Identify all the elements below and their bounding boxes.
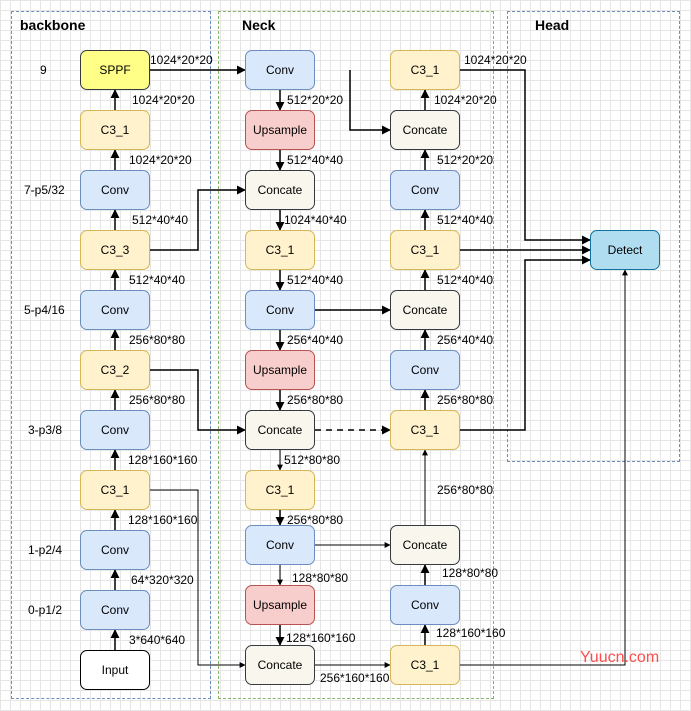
neck-col2-c3-top-node: C3_1	[390, 50, 460, 90]
edge-label: 512*20*20	[287, 93, 344, 107]
neck-col2-concat-1-node: Concate	[390, 110, 460, 150]
neck-col2-conv-2-node: Conv	[390, 350, 460, 390]
edge-label: 128*160*160	[286, 631, 356, 645]
edge-label: 1024*20*20	[132, 93, 195, 107]
backbone-conv-1-node: Conv	[80, 530, 150, 570]
neck-concat-1-node: Concate	[245, 170, 315, 210]
neck-col2-conv-1-node: Conv	[390, 170, 460, 210]
edge-label: 512*40*40	[287, 273, 344, 287]
edge-label: 3*640*640	[129, 633, 186, 647]
neck-col2-concat-3-node: Concate	[390, 525, 460, 565]
backbone-c3-1-node: C3_1	[80, 470, 150, 510]
neck-upsample-3-node: Upsample	[245, 585, 315, 625]
neck-col2-c3-2-node: C3_1	[390, 410, 460, 450]
backbone-c3-1-top-node: C3_1	[80, 110, 150, 150]
edge-label: 512*40*40	[132, 213, 189, 227]
backbone-section	[11, 11, 211, 699]
stage-label-9: 9	[40, 63, 47, 77]
edge-label: 64*320*320	[131, 573, 194, 587]
edge-label: 1024*20*20	[464, 53, 527, 67]
edge-label: 256*80*80	[129, 393, 186, 407]
edge-label: 1024*20*20	[150, 53, 213, 67]
edge-label: 256*80*80	[437, 393, 494, 407]
edge-label: 256*80*80	[437, 483, 494, 497]
edge-label: 256*160*160	[320, 671, 390, 685]
neck-conv-1-node: Conv	[245, 50, 315, 90]
backbone-conv-0-node: Conv	[80, 590, 150, 630]
neck-col2-conv-3-node: Conv	[390, 585, 460, 625]
neck-upsample-2-node: Upsample	[245, 350, 315, 390]
edge-label: 256*40*40	[287, 333, 344, 347]
neck-concat-2-node: Concate	[245, 410, 315, 450]
edge-label: 256*80*80	[129, 333, 186, 347]
backbone-conv-3-node: Conv	[80, 410, 150, 450]
sppf-node: SPPF	[80, 50, 150, 90]
neck-col2-c3-3-node: C3_1	[390, 645, 460, 685]
detect-node: Detect	[590, 230, 660, 270]
edge-label: 1024*20*20	[129, 153, 192, 167]
edge-label: 256*80*80	[287, 513, 344, 527]
head-section	[507, 11, 680, 462]
edge-label: 512*40*40	[287, 153, 344, 167]
edge-label: 512*20*20	[437, 153, 494, 167]
neck-c3-2-node: C3_1	[245, 470, 315, 510]
edge-label: 128*160*160	[128, 513, 198, 527]
neck-conv-2-node: Conv	[245, 290, 315, 330]
head-title: Head	[535, 17, 570, 33]
neck-section	[218, 11, 494, 699]
edge-label: 512*80*80	[284, 453, 341, 467]
input-node: Input	[80, 650, 150, 690]
neck-conv-3-node: Conv	[245, 525, 315, 565]
stage-label-1: 1-p2/4	[28, 543, 63, 557]
neck-c3-1-node: C3_1	[245, 230, 315, 270]
edge-label: 128*160*160	[128, 453, 198, 467]
edge-label: 512*40*40	[437, 213, 494, 227]
backbone-conv-5-node: Conv	[80, 290, 150, 330]
edge-label: 128*80*80	[442, 566, 499, 580]
edge-label: 256*80*80	[287, 393, 344, 407]
edge-label: 1024*40*40	[284, 213, 347, 227]
neck-concat-3-node: Concate	[245, 645, 315, 685]
backbone-c3-3-node: C3_3	[80, 230, 150, 270]
stage-label-3: 3-p3/8	[28, 423, 63, 437]
edge-label: 128*80*80	[292, 571, 349, 585]
edge-label: 128*160*160	[436, 626, 506, 640]
edge-label: 512*40*40	[437, 273, 494, 287]
watermark: Yuucn.com	[580, 649, 660, 666]
edge-label: 1024*20*20	[434, 93, 497, 107]
stage-label-5: 5-p4/16	[24, 303, 65, 317]
stage-label-0: 0-p1/2	[28, 603, 63, 617]
backbone-title: backbone	[20, 17, 86, 33]
neck-col2-c3-1-node: C3_1	[390, 230, 460, 270]
neck-title: Neck	[242, 17, 276, 33]
edge-label: 256*40*40	[437, 333, 494, 347]
edge-label: 512*40*40	[129, 273, 186, 287]
neck-upsample-1-node: Upsample	[245, 110, 315, 150]
stage-label-7: 7-p5/32	[24, 183, 65, 197]
neck-col2-concat-2-node: Concate	[390, 290, 460, 330]
backbone-conv-7-node: Conv	[80, 170, 150, 210]
backbone-c3-2-node: C3_2	[80, 350, 150, 390]
